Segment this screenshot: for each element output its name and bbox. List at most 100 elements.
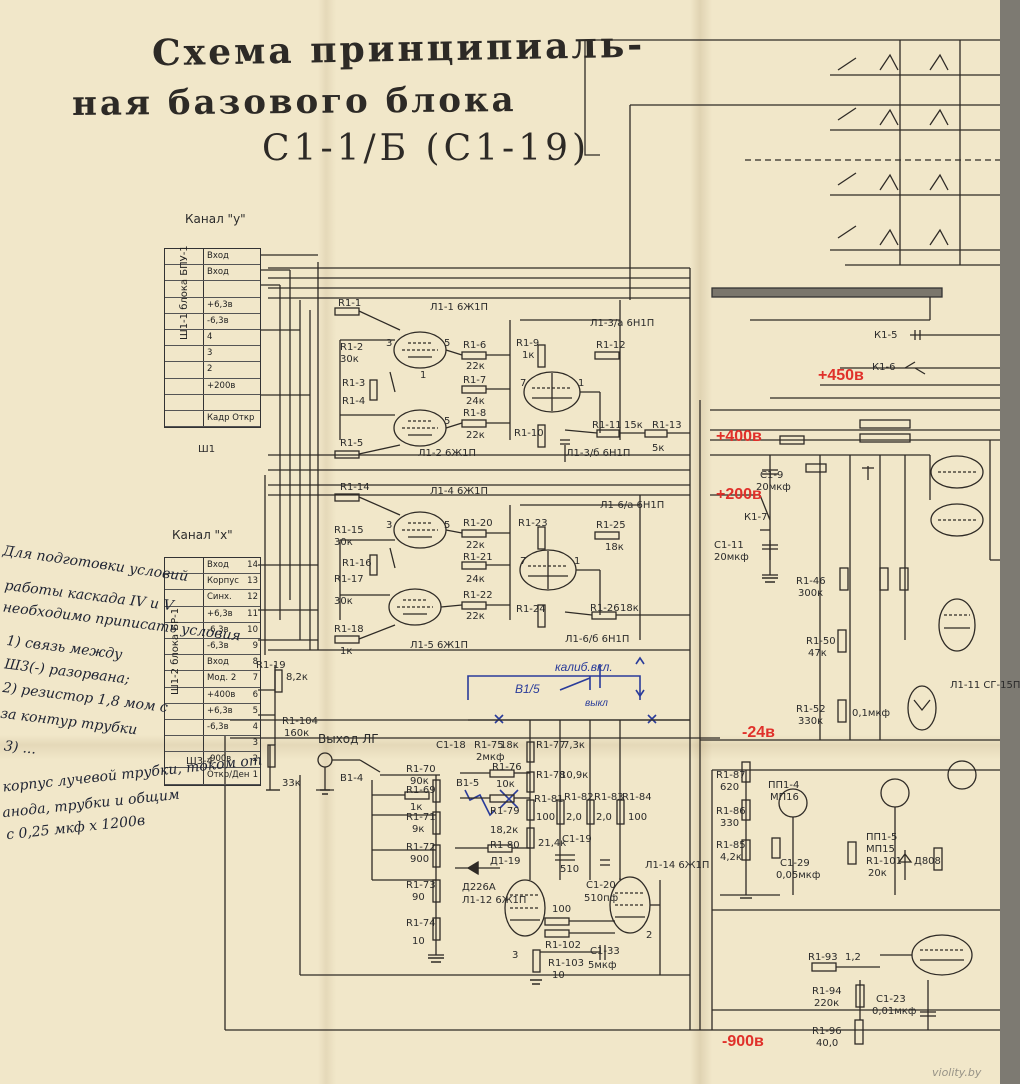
value-22k: 22к	[466, 361, 485, 372]
label-r1-10: R1-10	[514, 428, 544, 439]
pin-number: 2	[646, 930, 653, 941]
value-8-2k: 8,2к	[286, 672, 308, 683]
label-b1-4: В1-4	[340, 773, 364, 784]
label-r1-83: R1-83	[594, 792, 624, 803]
label-r1-69: R1-69	[406, 785, 436, 796]
tube-l1-3	[523, 371, 581, 413]
value-90: 90	[412, 892, 425, 903]
value-0-05mkf: 0,05мкф	[776, 870, 821, 881]
title-line-3: С1-1/Б (С1-19)	[262, 128, 591, 169]
switch-off-label: выкл	[585, 698, 608, 709]
connector1-row: Вход	[165, 265, 260, 282]
label-d808: Д808	[914, 856, 941, 867]
channel-x-label: Канал "х"	[172, 528, 233, 542]
pin-number: 3	[386, 338, 393, 349]
label-r1-19: R1-19	[256, 660, 286, 671]
label-r1-81: R1-81	[534, 794, 564, 805]
tube-l1-8	[930, 503, 984, 537]
label-c1-29: C1-29	[780, 858, 810, 869]
label-r1-7: R1-7	[463, 375, 487, 386]
tube-label-l1-4: Л1-4 6Ж1П	[430, 486, 489, 497]
tube-l1-13	[911, 934, 973, 976]
pin-number: 7	[520, 556, 527, 567]
tube-label-l1-6a: Л1-6/а 6Н1П	[600, 500, 665, 511]
pin-number: 1	[420, 370, 427, 381]
value-18k: 18к	[620, 603, 639, 614]
tube-label-l1-11: Л1-11 СГ-15П	[950, 680, 1020, 691]
value-90k: 90к	[410, 776, 429, 787]
value-30k: 30к	[334, 596, 353, 607]
label-r1-77: R1-77	[536, 740, 566, 751]
label-r1-102: R1-102	[545, 940, 582, 951]
label-c1-23: C1-23	[876, 994, 906, 1005]
label-r1-75: R1-75	[474, 740, 504, 751]
label-c1-9: C1-9	[760, 470, 784, 481]
label-c1-20: C1-20	[586, 880, 616, 891]
connector-sh1-2-side	[165, 558, 204, 785]
pin-number: 3	[512, 950, 519, 961]
label-c1-33: C1-33	[590, 946, 620, 957]
label-r1-80: R1-80	[490, 840, 520, 851]
connector1-tag: Ш1	[198, 444, 216, 455]
label-r1-82: R1-82	[564, 792, 594, 803]
value-15k: 15к	[624, 420, 643, 431]
label-r1-25: R1-25	[596, 520, 626, 531]
label-mp15: МП15	[866, 844, 895, 855]
value-620: 620	[720, 782, 740, 793]
value-18k: 18к	[605, 542, 624, 553]
tube-l1-11	[907, 685, 937, 731]
value-2-0: 2,0	[566, 812, 582, 823]
connector2-row: 3	[165, 736, 260, 753]
label-r1-15: R1-15	[334, 525, 364, 536]
label-r1-14: R1-14	[340, 482, 370, 493]
value-10: 10	[412, 936, 425, 947]
label-r1-70: R1-70	[406, 764, 436, 775]
value-4-2k: 4,2к	[720, 852, 742, 863]
value-100: 100	[536, 812, 556, 823]
value-24k: 24к	[466, 574, 485, 585]
label-r1-86: R1-86	[716, 806, 746, 817]
tube-label-l1-5: Л1-5 6Ж1П	[410, 640, 469, 651]
value-5k: 5к	[652, 443, 665, 454]
value-1k: 1к	[522, 350, 535, 361]
note-line: 3) ...	[3, 738, 37, 758]
label-r1-52: R1-52	[796, 704, 826, 715]
pin-number: 3	[386, 520, 393, 531]
connector1-row	[165, 281, 260, 298]
tube-label-l1-3b: Л1-3/б 6Н1П	[566, 448, 631, 459]
connector1-name: Ш1-1 блока БПУ-1	[179, 245, 190, 340]
pin-number: 5	[444, 338, 451, 349]
label-r1-2: R1-2	[340, 342, 364, 353]
connector1-row: +200в	[165, 379, 260, 395]
value-24k: 24к	[466, 396, 485, 407]
label-pp1-5: ПП1-5	[866, 832, 898, 843]
value-330k: 330к	[798, 716, 824, 727]
label-r1-79: R1-79	[490, 806, 520, 817]
value-20mkf-2: 20мкф	[714, 552, 749, 563]
connector2-tag: Ш3-4	[186, 756, 214, 767]
label-r1-94: R1-94	[812, 986, 842, 997]
value-5mkf: 5мкф	[588, 960, 617, 971]
channel-y-label: Канал "у"	[185, 212, 246, 226]
label-r1-76: R1-76	[492, 762, 522, 773]
pin-number: 5	[444, 520, 451, 531]
label-r1-74: R1-74	[406, 918, 436, 929]
value-100: 100	[552, 904, 572, 915]
value-160k: 160к	[284, 728, 310, 739]
label-r1-3: R1-3	[342, 378, 366, 389]
value-10-9k: 10,9к	[560, 770, 589, 781]
label-r1-103: R1-103	[548, 958, 585, 969]
tube-label-l1-1: Л1-1 6Ж1П	[430, 302, 489, 313]
value-330: 330	[720, 818, 740, 829]
tube-label-l1-6b: Л1-6/б 6Н1П	[565, 634, 630, 645]
tube-l1-6	[519, 549, 577, 591]
label-r1-93: R1-93	[808, 952, 838, 963]
value-100: 100	[628, 812, 648, 823]
label-r1-24: R1-24	[516, 604, 546, 615]
